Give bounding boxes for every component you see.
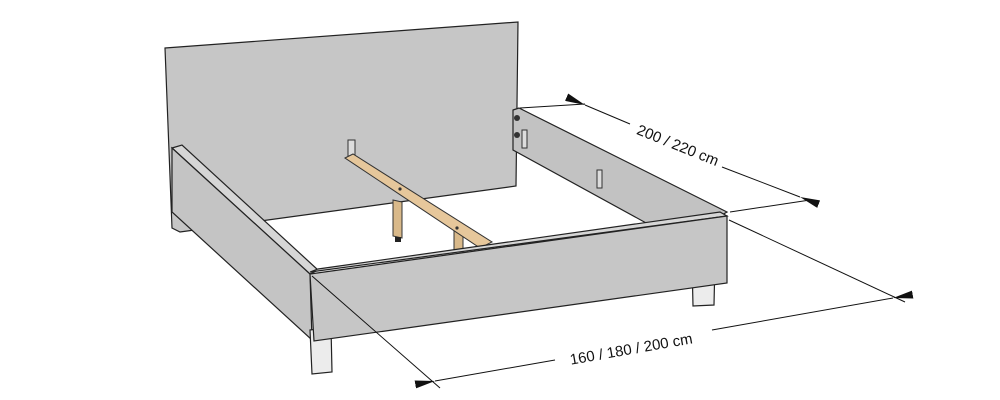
center-slat [344, 153, 494, 249]
right-side-rail [512, 107, 729, 225]
screw [455, 226, 459, 230]
bolt-hole [514, 115, 520, 121]
width-dimension [311, 219, 914, 389]
slat-support-foot [395, 237, 401, 242]
foot-rail [309, 215, 728, 342]
length-label: 200 / 220 cm [634, 122, 721, 170]
bolt-hole [514, 132, 520, 138]
screw [398, 187, 402, 191]
slat-bracket [347, 129, 603, 189]
foot-rail-top [309, 211, 729, 273]
width-label: 160 / 180 / 200 cm [569, 330, 694, 368]
slat-support-leg [392, 199, 403, 239]
length-dimension [519, 93, 821, 213]
headboard [164, 21, 519, 233]
